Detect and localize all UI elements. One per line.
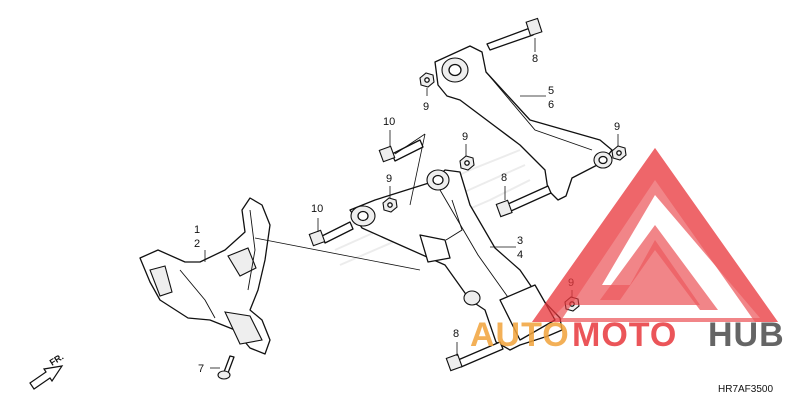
- bolt-8-mid: [495, 185, 552, 218]
- watermark-triangle-icon: [532, 148, 778, 322]
- callout-9-a: 9: [423, 101, 429, 113]
- watermark-logo: [532, 148, 778, 322]
- callout-9-d: 9: [614, 121, 620, 133]
- bolt-7: [217, 355, 235, 380]
- bolt-10-lower: [308, 221, 354, 247]
- diagram-code: HR7AF3500: [718, 384, 773, 395]
- watermark-text: AUTO MOTO HUB: [470, 316, 785, 354]
- nut-9-d: [611, 145, 627, 161]
- callout-9-b: 9: [462, 131, 468, 143]
- callout-9-c: 9: [386, 173, 392, 185]
- leader-lines: [204, 38, 619, 369]
- callout-8-bottom: 8: [453, 328, 459, 340]
- callout-labels: 8 9 5 6 9 10 9 9 8 3 4 10 1 2 9 8 7: [194, 53, 620, 375]
- callout-2: 2: [194, 238, 200, 250]
- front-label: FR.: [48, 352, 66, 368]
- callout-8-mid: 8: [501, 172, 507, 184]
- callout-3: 3: [517, 235, 523, 247]
- watermark-hub: HUB: [708, 316, 785, 354]
- nut-9-c: [382, 197, 398, 213]
- watermark-moto: MOTO: [572, 316, 677, 354]
- lower-arm-3-4: [349, 169, 563, 351]
- watermark-auto: AUTO: [470, 316, 570, 354]
- front-arrow-icon: [29, 365, 64, 390]
- callout-10-upper: 10: [383, 116, 395, 128]
- bolt-8-bottom: [445, 341, 504, 372]
- upper-arm-5-6: [434, 45, 613, 201]
- callout-4: 4: [517, 249, 523, 261]
- callout-5: 5: [548, 85, 554, 97]
- callout-1: 1: [194, 224, 200, 236]
- callout-10-lower: 10: [311, 203, 323, 215]
- front-direction-indicator: FR.: [29, 352, 66, 390]
- guard-plate-1-2: [139, 197, 271, 355]
- callout-7: 7: [198, 363, 204, 375]
- nut-9-b: [459, 155, 475, 171]
- callout-6: 6: [548, 99, 554, 111]
- nut-9-a: [419, 72, 435, 88]
- bolt-10-upper: [378, 139, 424, 163]
- callout-8-top: 8: [532, 53, 538, 65]
- bolt-8-top: [486, 17, 543, 51]
